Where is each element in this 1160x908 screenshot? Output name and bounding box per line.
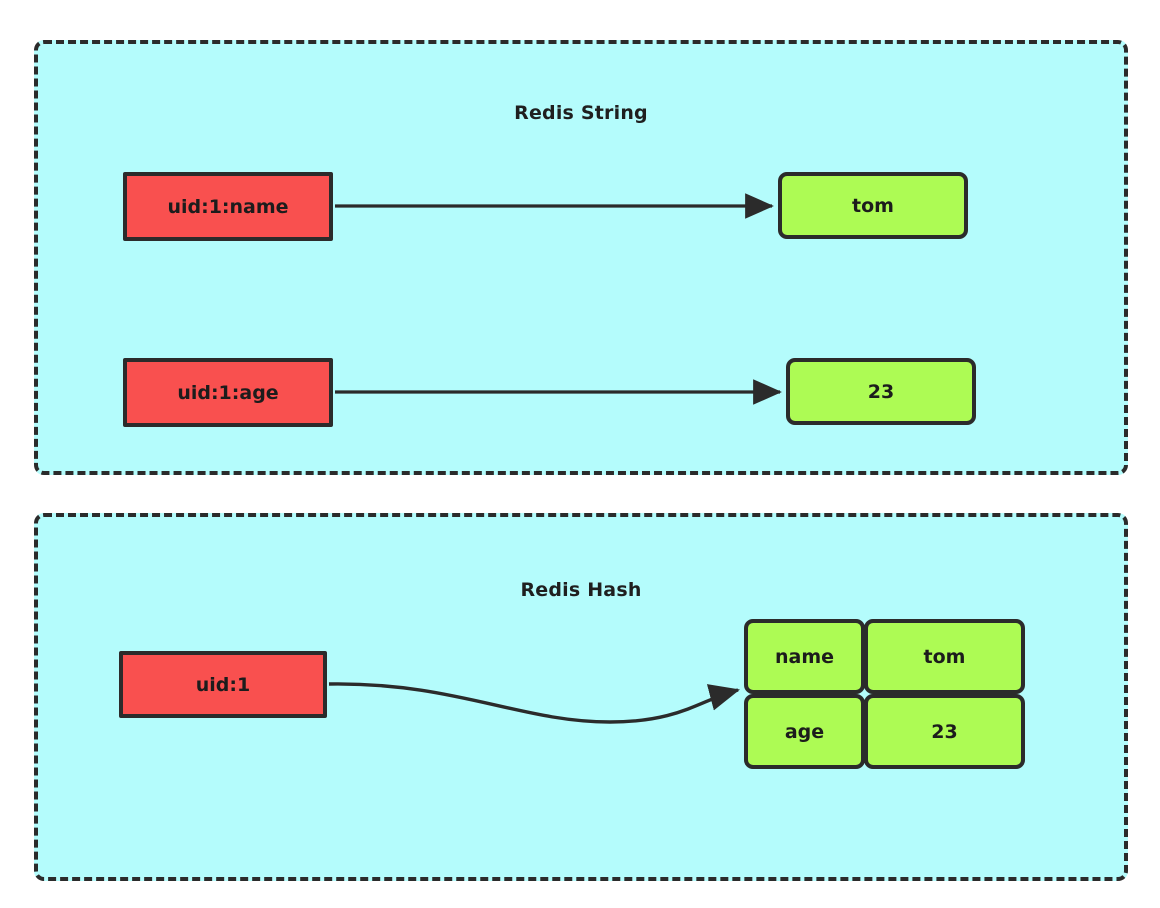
panel-title-redis-string: Redis String <box>514 102 648 124</box>
value-box-tom[interactable]: tom <box>778 172 968 239</box>
hash-cell-value-tom[interactable]: tom <box>864 619 1025 694</box>
key-box-uid-1-age[interactable]: uid:1:age <box>123 358 333 427</box>
key-box-uid-1-name[interactable]: uid:1:name <box>123 172 333 241</box>
hash-cell-field-age[interactable]: age <box>744 694 865 769</box>
panel-title-redis-hash: Redis Hash <box>520 579 642 601</box>
hash-cell-value-23[interactable]: 23 <box>864 694 1025 769</box>
key-box-uid-1[interactable]: uid:1 <box>119 651 327 718</box>
hash-cell-field-name[interactable]: name <box>744 619 865 694</box>
value-box-23[interactable]: 23 <box>786 358 976 425</box>
